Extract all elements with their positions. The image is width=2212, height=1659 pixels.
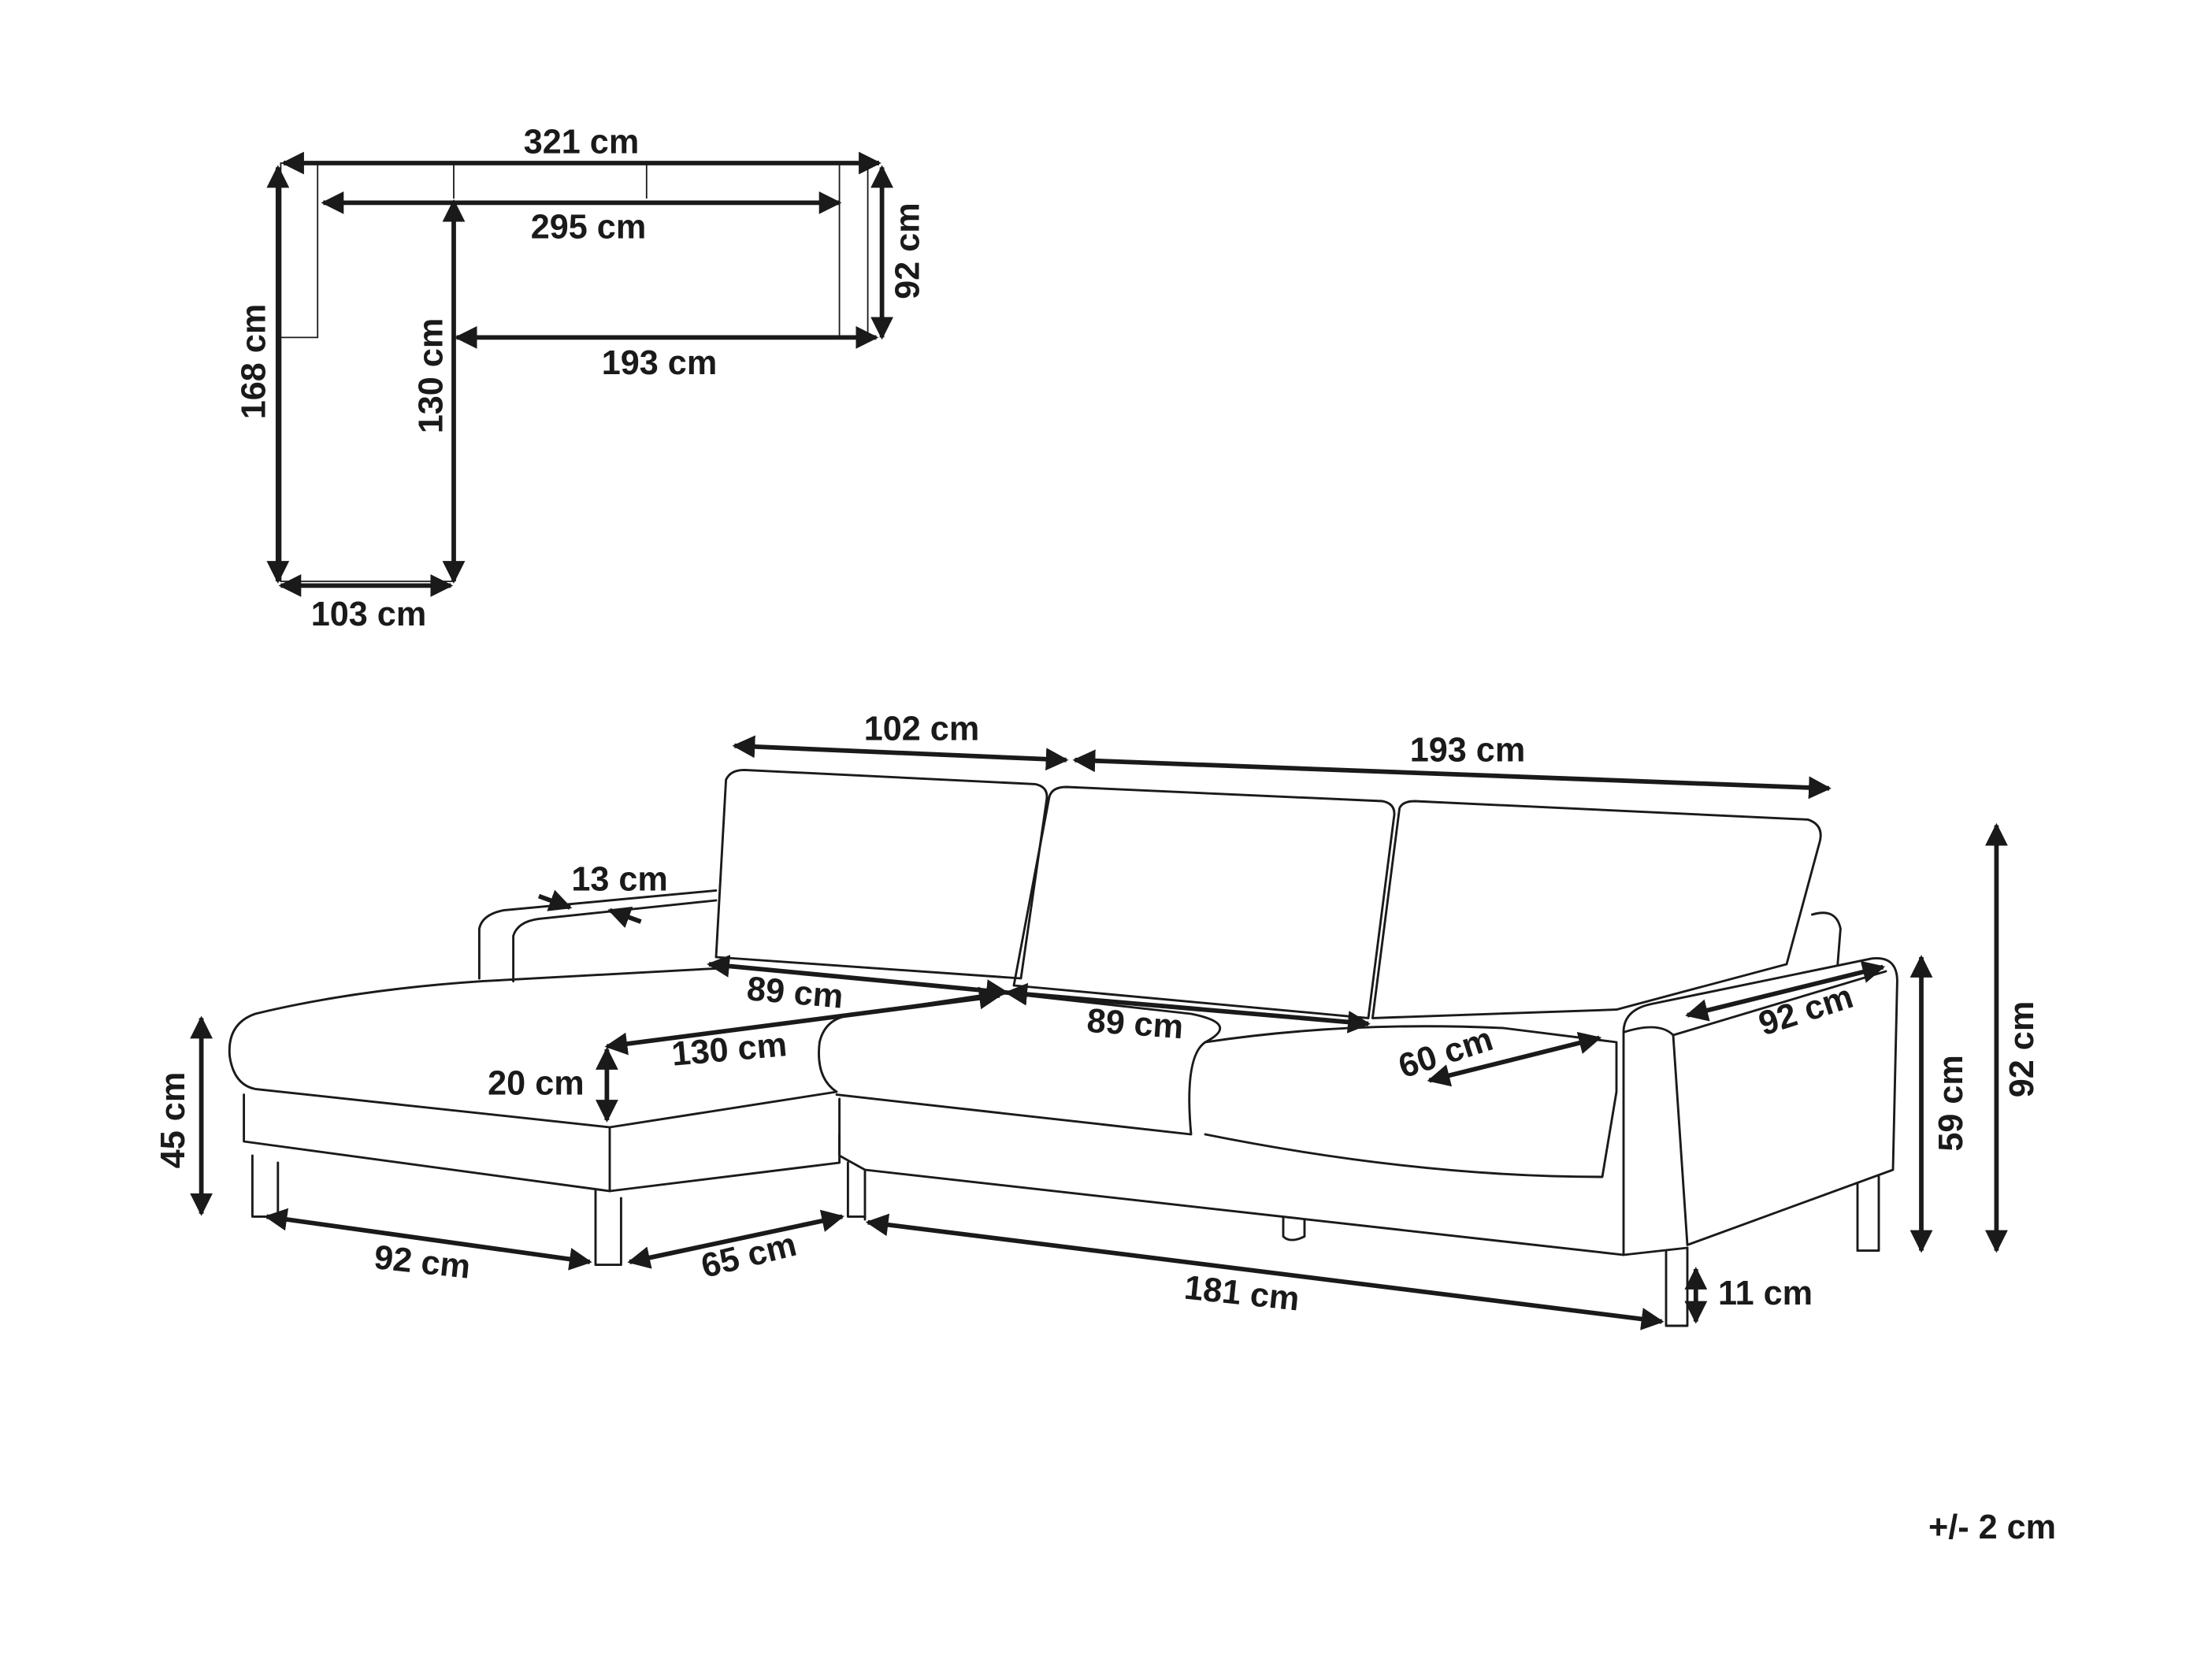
chaise-seat-length-label: 130 cm [670,1026,789,1074]
main-back-width-label: 193 cm [1410,732,1525,770]
total-length-label: 168 cm [236,304,273,419]
sofa-dimensions: 102 cm 193 cm 13 cm 89 cm 89 cm 130 cm 2… [154,711,2041,1331]
chaise-base-width-label: 92 cm [373,1238,473,1286]
seat-cushion-1-label: 89 cm [745,970,844,1015]
total-height-label: 92 cm [2003,1001,2041,1097]
total-width-label: 321 cm [524,123,639,161]
tolerance-note: +/- 2 cm [1928,1509,2056,1546]
main-depth-label: 92 cm [889,202,926,299]
armrest-width-label: 13 cm [571,860,667,898]
sofa-drawing [228,768,1898,1327]
chaise-width-label: 103 cm [311,596,426,633]
seat-cushion-2-label: 89 cm [1086,1002,1185,1046]
leg-height-label: 11 cm [1718,1275,1813,1312]
chaise-back-width-label: 102 cm [864,711,979,748]
seat-height-label: 45 cm [154,1072,192,1168]
armrest-height-label: 59 cm [1932,1055,1970,1151]
chaise-inner-length-label: 130 cm [413,318,451,433]
cushion-thickness-label: 20 cm [488,1065,584,1103]
inner-width-label: 295 cm [531,208,646,246]
floor-plan: 321 cm 295 cm 92 cm 168 cm 130 cm 193 cm… [236,123,927,633]
main-inner-width-label: 193 cm [602,344,717,382]
